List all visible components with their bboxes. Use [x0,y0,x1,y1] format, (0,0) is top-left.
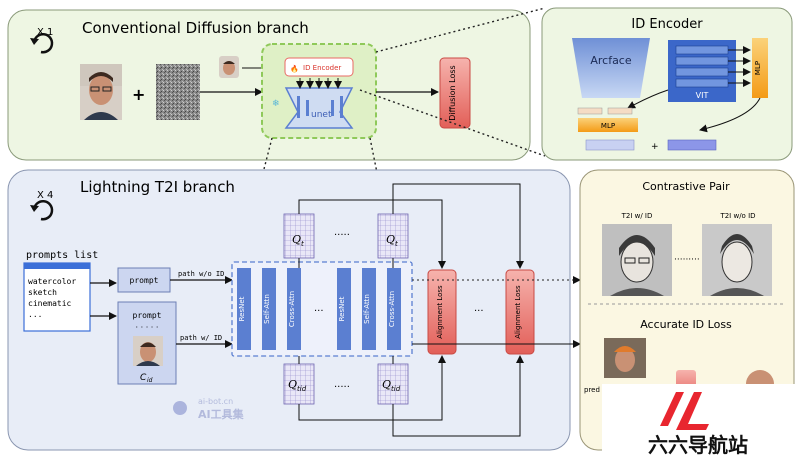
block-selfattn-2 [362,268,376,350]
qtid-grid-1: Q tid [283,363,315,405]
arcface-block: Arcface [572,38,650,98]
block-crossattn-2 [387,268,401,350]
block-resnet-2-label: ResNet [338,296,346,321]
prompt-item-2: sketch [28,288,57,297]
prompt-without-id-box: prompt [117,267,171,293]
mlp-left-label: MLP [601,122,615,130]
lightning-branch-panel: X 4 Lightning T2I branch prompts list wa… [7,169,581,451]
block-resnet-1-label: ResNet [238,296,246,321]
prompt-top-label: prompt [130,276,159,285]
corner-logo: 六六导航站 [602,384,800,456]
conventional-branch-title: Conventional Diffusion branch [82,19,309,37]
mlp-left-block: MLP [578,118,638,132]
qt-grid-2: Q t [377,213,409,259]
id-encoder-plus: + [651,142,659,152]
prompt-with-id-box: prompt · · · · · C id [117,301,177,385]
small-face-photo [219,56,239,78]
prompt-bottom-label: prompt [133,311,162,320]
qt-2-sub: t [395,240,398,248]
sketch-face-without-id [702,224,772,296]
qtid-ellipsis: ····· [334,382,350,393]
t2i-with-id-label: T2I w/ ID [621,212,653,220]
unet-blocks-container: ResNet Self-Attn Cross-Attn ··· ResNet S… [231,261,413,357]
pred-label: pred [584,386,600,394]
block-selfattn-1 [262,268,276,350]
id-encoder-title: ID Encoder [631,17,703,32]
alignment-loss-2-label: Alignment Loss [514,285,522,339]
snowflake-icon: ❄ [272,99,280,109]
accurate-id-loss-title: Accurate ID Loss [640,318,732,331]
pred-face-photo [604,338,646,378]
block-selfattn-1-label: Self-Attn [263,294,271,324]
watermark-name: AI工具集 [198,407,245,421]
loss-ellipsis: ··· [474,306,484,317]
zoom-connector-top [375,7,546,53]
id-encoder-inner-label: ID Encoder [303,64,341,72]
block-resnet-1 [237,268,251,350]
mlp-right-block: MLP [752,38,768,98]
vit-label: VIT [696,91,709,100]
qtid-grid-2: Q tid [377,363,409,405]
alignment-loss-2: Alignment Loss [505,269,535,355]
flame-icon: 🔥 [290,64,299,73]
unet-label: unet [311,110,332,120]
rotate-icon [30,33,54,54]
qtid-1-label: Q [288,378,297,391]
blocks-ellipsis: ··· [314,306,324,317]
corner-site-name: 六六导航站 [648,433,748,456]
prompt-item-1: watercolor [28,277,76,286]
input-face-photo [80,64,122,120]
qt-ellipsis: ····· [334,230,350,241]
block-crossattn-2-label: Cross-Attn [388,291,396,327]
diffusion-loss-box: Diffusion Loss [439,57,471,129]
path-without-id-label: path w/o ID [178,270,224,278]
prompt-item-3: cinematic [28,299,72,308]
unet-module: 🔥 ID Encoder ❄ unet [261,43,377,139]
contrastive-panel: Contrastive Pair T2I w/ ID T2I w/o ID ··… [579,169,795,451]
qtid-2-sub: tid [391,385,401,393]
conventional-branch-panel: X 1 Conventional Diffusion branch + 🔥 [7,9,531,161]
qt-2-label: Q [386,233,395,246]
contrastive-pair-title: Contrastive Pair [642,180,730,193]
prompts-list-label: prompts list [26,250,98,261]
block-crossattn-1-label: Cross-Attn [288,291,296,327]
block-selfattn-2-label: Self-Attn [363,294,371,324]
qtid-1-sub: tid [297,385,307,393]
block-resnet-2 [337,268,351,350]
prompts-list-window: watercolor sketch cinematic ... [23,262,91,332]
t2i-without-id-label: T2I w/o ID [719,212,755,220]
alignment-loss-1-label: Alignment Loss [436,285,444,339]
diffusion-loss-label: Diffusion Loss [448,65,457,120]
id-face-photo [133,336,163,366]
repeat-count-x4: X 4 [37,190,53,201]
watermark-site: ai-bot.cn [198,397,233,406]
noise-image [156,64,200,120]
qtid-2-label: Q [382,378,391,391]
plus-sign: + [132,85,145,104]
arcface-label: Arcface [590,54,632,67]
path-with-id-label: path w/ ID [180,334,222,342]
prompt-item-4: ... [28,310,42,319]
cid-label: C [140,373,147,383]
repeat-count-x1: X 1 [37,27,53,38]
qt-1-label: Q [292,233,301,246]
cid-subscript: id [147,377,153,384]
rotate-icon-lightning [30,200,54,221]
sketch-face-with-id [602,224,672,296]
watermark-aibot: ai-bot.cn AI工具集 [173,397,245,421]
lightning-branch-title: Lightning T2I branch [80,178,235,196]
mlp-right-label: MLP [754,61,762,75]
id-encoder-panel: ID Encoder Arcface VIT MLP MLP [541,7,793,161]
qt-1-sub: t [301,240,304,248]
pair-dots: ········· [674,255,700,265]
vit-block: VIT [668,40,736,102]
qt-grid-1: Q t [283,213,315,259]
block-crossattn-1 [287,268,301,350]
alignment-loss-1: Alignment Loss [427,269,457,355]
prompt-dots: · · · · · [136,323,159,332]
